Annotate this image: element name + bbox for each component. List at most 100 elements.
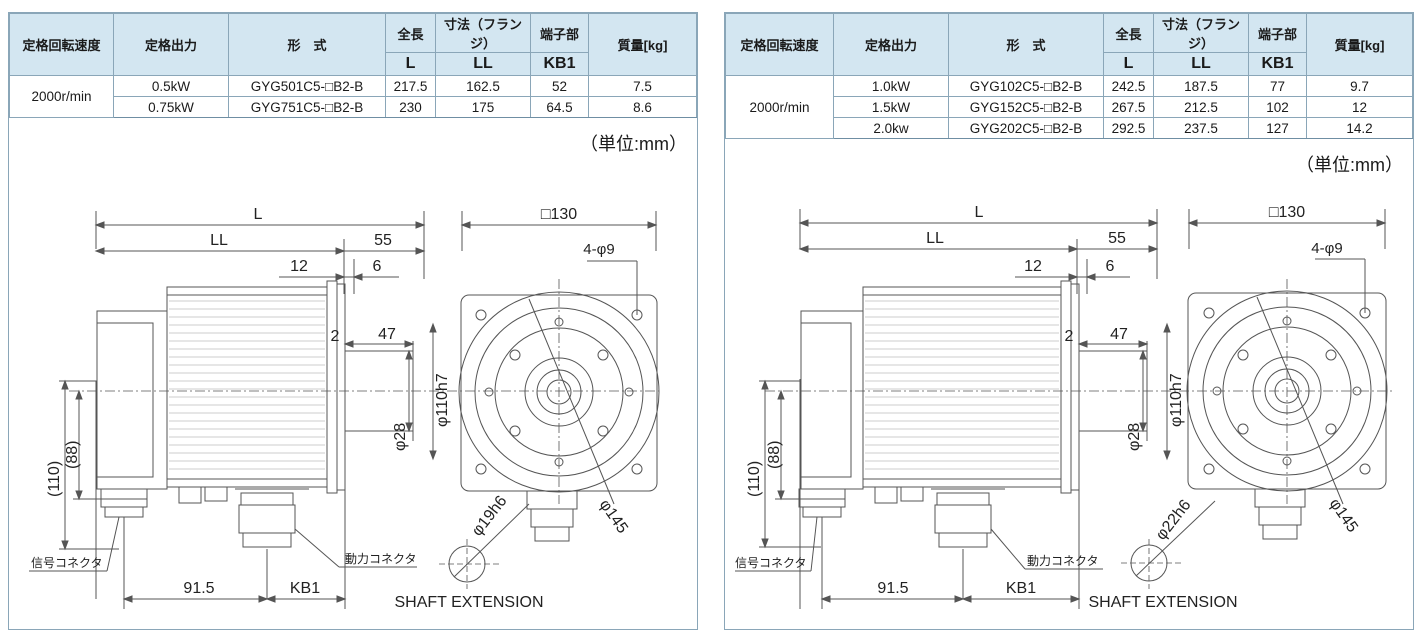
header-sub-flange: LL	[1153, 52, 1249, 76]
mass-cell: 8.6	[588, 96, 697, 118]
dim-shaft-label: φ28	[392, 423, 409, 451]
dim-l-label: L	[254, 206, 263, 223]
model-cell: GYG751C5-□B2-B	[228, 96, 386, 118]
dim-flange-label: φ110h7	[1168, 373, 1185, 427]
table-row: 2000r/min 0.5kW GYG501C5-□B2-B 217.5 162…	[9, 75, 697, 118]
signal-connector-label: 信号コネクタ	[31, 556, 103, 570]
dim-130-label: □130	[1269, 204, 1305, 221]
output-cell: 0.75kW	[113, 96, 229, 118]
dim-flange-label: φ110h7	[434, 373, 451, 427]
dim-110-label: (110)	[746, 461, 763, 497]
dim-6-label: 6	[1106, 258, 1115, 275]
flange-cell: 187.5	[1153, 75, 1249, 97]
shaft-extension-label: SHAFT EXTENSION	[1088, 594, 1237, 611]
terminal-cell: 64.5	[530, 96, 589, 118]
spec-table-left: 定格回転速度 定格出力 形 式 全長 寸法（フランジ） 端子部 質量[kg] L…	[9, 13, 697, 118]
holes-label: 4-φ9	[583, 241, 614, 258]
header-mass: 質量[kg]	[588, 13, 697, 76]
table-row: 1.5kW GYG152C5-□B2-B 267.5 212.5 102 12	[726, 96, 1413, 118]
motor-spec-panel-left: 定格回転速度 定格出力 形 式 全長 寸法（フランジ） 端子部 質量[kg] L…	[8, 12, 698, 630]
dim-55-label: 55	[374, 232, 392, 249]
header-flange: 寸法（フランジ）	[1153, 13, 1249, 53]
terminal-cell: 102	[1248, 96, 1307, 118]
dim-shaft-label: φ28	[1126, 423, 1143, 451]
table-row: 2000r/min 1.0kW GYG102C5-□B2-B 242.5 187…	[725, 75, 1413, 139]
header-speed: 定格回転速度	[725, 13, 834, 76]
header-output: 定格出力	[833, 13, 949, 76]
length-cell: 217.5	[385, 75, 436, 97]
dim-2-label: 2	[331, 328, 340, 345]
header-flange: 寸法（フランジ）	[435, 13, 531, 53]
output-cell: 2.0kw	[833, 117, 949, 139]
unit-label: （単位:mm）	[580, 134, 687, 154]
dim-kb1-label: KB1	[290, 580, 320, 597]
mass-cell: 14.2	[1306, 117, 1413, 139]
dim-55-label: 55	[1108, 230, 1126, 247]
flange-cell: 212.5	[1153, 96, 1249, 118]
speed-cell: 2000r/min	[725, 75, 834, 139]
dim-47-label: 47	[1110, 326, 1128, 343]
header-sub-length: L	[1103, 52, 1154, 76]
spec-table-right: 定格回転速度 定格出力 形 式 全長 寸法（フランジ） 端子部 質量[kg] L…	[725, 13, 1413, 139]
header-speed: 定格回転速度	[9, 13, 114, 76]
shaft-diameter-label: φ19h6	[469, 493, 511, 540]
header-sub-terminal: KB1	[530, 52, 589, 76]
dim-ll-label: LL	[926, 230, 944, 247]
header-model: 形 式	[228, 13, 386, 76]
header-sub-terminal: KB1	[1248, 52, 1307, 76]
terminal-cell: 52	[530, 75, 589, 97]
header-model: 形 式	[948, 13, 1104, 76]
dim-88-label: (88)	[64, 441, 81, 469]
motor-dimension-drawing: L LL 55 12 6 2 47 □130 4-φ9 φ110h7 φ28 (…	[29, 206, 660, 611]
length-cell: 267.5	[1103, 96, 1154, 118]
header-mass: 質量[kg]	[1306, 13, 1413, 76]
output-cell: 0.5kW	[113, 75, 229, 97]
shaft-diameter-label: φ22h6	[1153, 497, 1195, 544]
shaft-extension-label: SHAFT EXTENSION	[394, 594, 543, 611]
dim-130-label: □130	[541, 206, 577, 223]
length-cell: 230	[385, 96, 436, 118]
flange-cell: 175	[435, 96, 531, 118]
output-cell: 1.0kW	[833, 75, 949, 97]
model-cell: GYG202C5-□B2-B	[948, 117, 1104, 139]
model-cell: GYG501C5-□B2-B	[228, 75, 386, 97]
flange-cell: 162.5	[435, 75, 531, 97]
header-length: 全長	[1103, 13, 1154, 53]
header-sub-length: L	[385, 52, 436, 76]
power-connector-label: 動力コネクタ	[1027, 554, 1099, 568]
header-length: 全長	[385, 13, 436, 53]
table-row: 2.0kw GYG202C5-□B2-B 292.5 237.5 127 14.…	[726, 117, 1413, 139]
flange-cell: 237.5	[1153, 117, 1249, 139]
dim-91-5-label: 91.5	[877, 580, 908, 597]
unit-label: （単位:mm）	[1296, 155, 1403, 175]
dim-l-label: L	[975, 204, 984, 221]
terminal-cell: 77	[1248, 75, 1307, 97]
dim-12-label: 12	[290, 258, 308, 275]
header-output: 定格出力	[113, 13, 229, 76]
dim-145-label: φ145	[1326, 496, 1361, 536]
dim-12-label: 12	[1024, 258, 1042, 275]
mass-cell: 9.7	[1306, 75, 1413, 97]
dim-kb1-label: KB1	[1006, 580, 1036, 597]
dim-ll-label: LL	[210, 232, 228, 249]
terminal-cell: 127	[1248, 117, 1307, 139]
length-cell: 242.5	[1103, 75, 1154, 97]
length-cell: 292.5	[1103, 117, 1154, 139]
power-connector-label: 動力コネクタ	[345, 552, 417, 566]
motor-dimension-drawing: L LL 55 12 6 2 47 □130 4-φ9 φ110h7 φ28 (…	[735, 204, 1395, 611]
dim-145-label: φ145	[596, 497, 631, 537]
model-cell: GYG152C5-□B2-B	[948, 96, 1104, 118]
motor-spec-panel-right: 定格回転速度 定格出力 形 式 全長 寸法（フランジ） 端子部 質量[kg] L…	[724, 12, 1414, 630]
dim-88-label: (88)	[766, 441, 783, 469]
holes-label: 4-φ9	[1311, 240, 1342, 257]
signal-connector-label: 信号コネクタ	[735, 556, 807, 570]
mass-cell: 7.5	[588, 75, 697, 97]
header-sub-flange: LL	[435, 52, 531, 76]
output-cell: 1.5kW	[833, 96, 949, 118]
table-row: 0.75kW GYG751C5-□B2-B 230 175 64.5 8.6	[10, 96, 697, 118]
speed-cell: 2000r/min	[9, 75, 114, 118]
dim-6-label: 6	[373, 258, 382, 275]
mass-cell: 12	[1306, 96, 1413, 118]
dim-110-label: (110)	[46, 461, 63, 497]
dim-2-label: 2	[1065, 328, 1074, 345]
